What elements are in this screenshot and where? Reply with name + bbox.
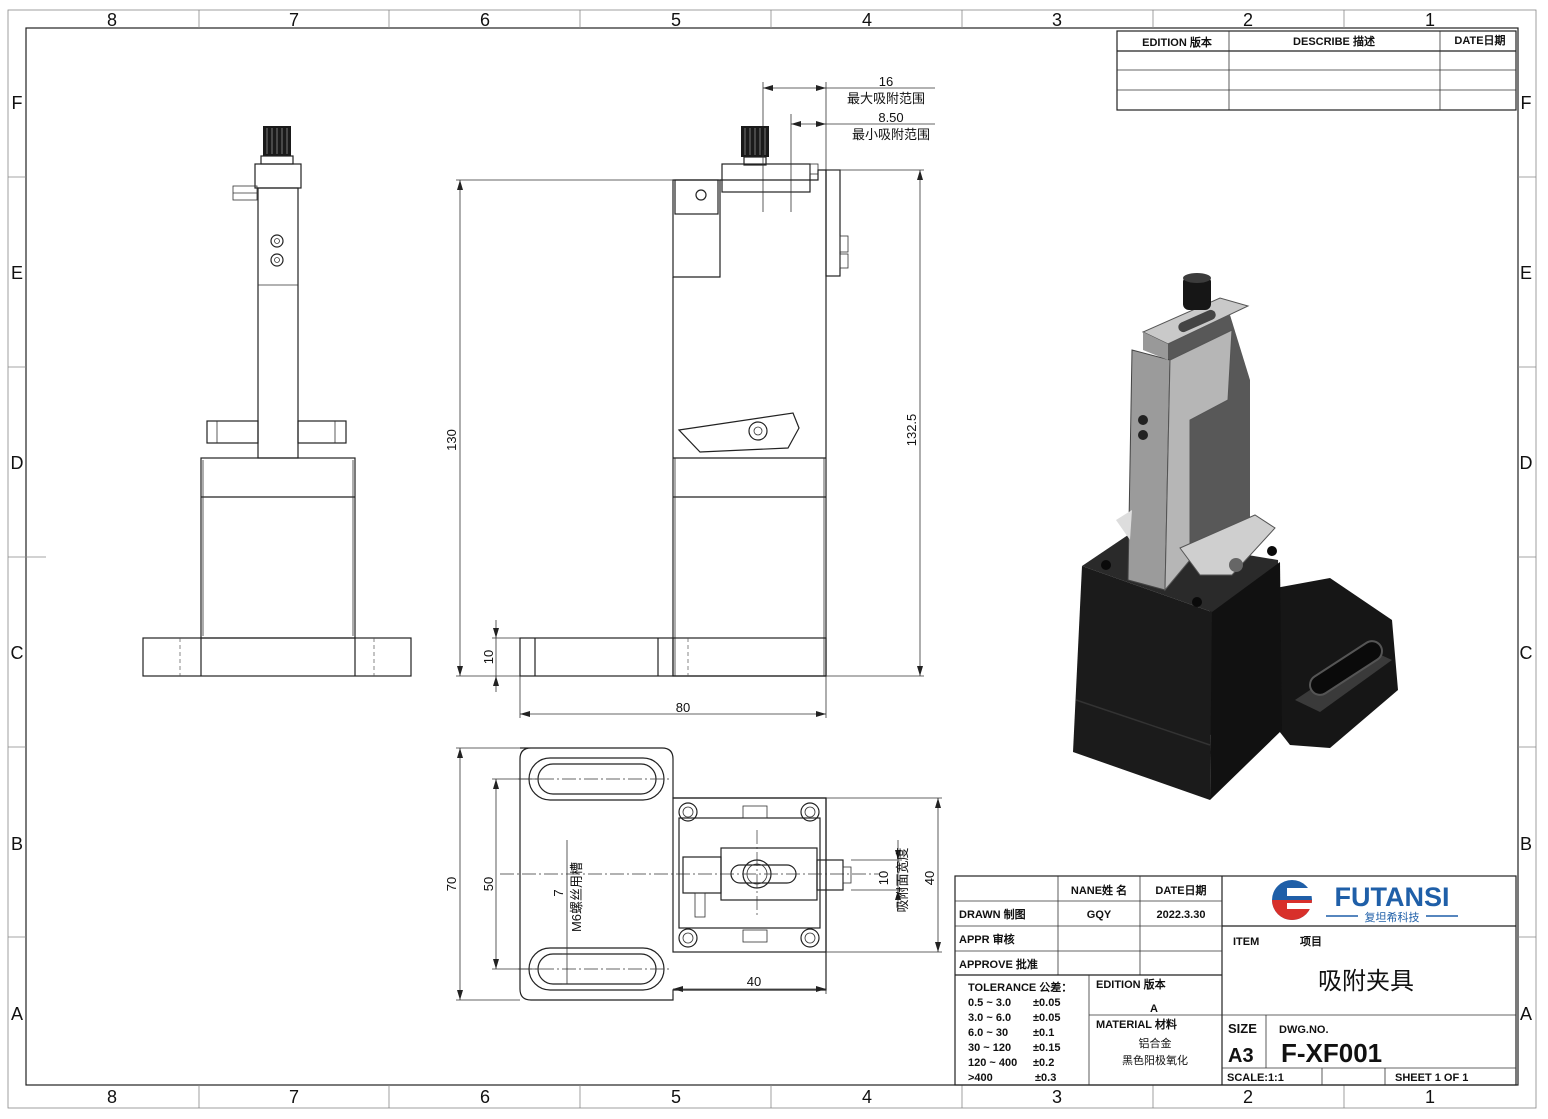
zone-col-top: 5 bbox=[671, 10, 681, 30]
zone-col-bottom: 8 bbox=[107, 1087, 117, 1107]
zone-row-right: A bbox=[1520, 1004, 1532, 1024]
tb-material-value: 铝合金 bbox=[1139, 1036, 1172, 1050]
tb-item-label: ITEM bbox=[1233, 936, 1259, 948]
zone-row-right: B bbox=[1520, 834, 1532, 854]
zone-col-top: 2 bbox=[1243, 10, 1253, 30]
company-cn-name: 复坦希科技 bbox=[1365, 910, 1420, 924]
zone-col-top: 6 bbox=[480, 10, 490, 30]
zone-row-right: F bbox=[1521, 93, 1532, 113]
tb-tol-range: 6.0 ~ 30 bbox=[968, 1027, 1008, 1039]
company-name: FUTANSI bbox=[1335, 882, 1450, 912]
dim-min-range-value: 8.50 bbox=[878, 110, 903, 125]
dim-slot-label: M6螺丝用槽 bbox=[569, 862, 584, 932]
tb-appr-label: APPR 审核 bbox=[959, 932, 1015, 946]
zone-col-bottom: 4 bbox=[862, 1087, 872, 1107]
tb-approve-label: APPROVE 批准 bbox=[959, 957, 1038, 971]
dim-block-40-h: 40 bbox=[922, 871, 937, 885]
tb-finish-value: 黑色阳极氧化 bbox=[1122, 1053, 1188, 1067]
tb-tol-value: ±0.1 bbox=[1033, 1027, 1054, 1039]
zone-row-left: A bbox=[11, 1004, 23, 1024]
zone-row-left: B bbox=[11, 834, 23, 854]
dim-surface-10: 10 bbox=[876, 871, 891, 885]
dim-depth-70: 70 bbox=[444, 877, 459, 891]
zone-row-right: D bbox=[1520, 453, 1533, 473]
tb-tol-range: 30 ~ 120 bbox=[968, 1042, 1011, 1054]
tb-tol-range: 3.0 ~ 6.0 bbox=[968, 1012, 1011, 1024]
zone-row-left: F bbox=[12, 93, 23, 113]
tb-drawn-name: GQY bbox=[1087, 909, 1112, 921]
zone-row-right: E bbox=[1520, 263, 1532, 283]
tb-tol-range: 0.5 ~ 3.0 bbox=[968, 997, 1011, 1009]
tb-tol-value: ±0.2 bbox=[1033, 1057, 1054, 1069]
tb-edition-value: A bbox=[1150, 1003, 1158, 1015]
tb-tol-range: >400 bbox=[968, 1072, 993, 1084]
isometric-render bbox=[1073, 273, 1398, 800]
top-view: 70 50 7 M6螺丝用槽 40 40 10 bbox=[444, 747, 942, 1001]
part-name: 吸附夹具 bbox=[1318, 968, 1414, 995]
zone-col-bottom: 6 bbox=[480, 1087, 490, 1107]
tb-tolerance-title: TOLERANCE 公差： bbox=[968, 980, 1072, 994]
tb-tol-value: ±0.05 bbox=[1033, 997, 1060, 1009]
zone-col-top: 3 bbox=[1052, 10, 1062, 30]
sheet-border bbox=[7, 9, 1537, 1109]
tb-tol-range: 120 ~ 400 bbox=[968, 1057, 1017, 1069]
dim-width-80: 80 bbox=[676, 700, 690, 715]
zone-col-bottom: 2 bbox=[1243, 1087, 1253, 1107]
zone-col-top: 8 bbox=[107, 10, 117, 30]
tb-sheet: SHEET 1 OF 1 bbox=[1395, 1072, 1468, 1084]
tb-dwg-label: DWG.NO. bbox=[1279, 1024, 1329, 1036]
tb-date-header: DATE日期 bbox=[1155, 883, 1206, 897]
tb-edition-label: EDITION 版本 bbox=[1096, 977, 1166, 991]
tb-item-cn: 项目 bbox=[1300, 935, 1322, 948]
tb-scale: SCALE:1:1 bbox=[1227, 1072, 1284, 1084]
tb-drawn-date: 2022.3.30 bbox=[1157, 909, 1206, 921]
zone-col-top: 4 bbox=[862, 10, 872, 30]
drawing-number: F-XF001 bbox=[1281, 1038, 1382, 1068]
zone-row-left: D bbox=[11, 453, 24, 473]
dim-min-range-label: 最小吸附范围 bbox=[852, 127, 930, 142]
zone-col-bottom: 7 bbox=[289, 1087, 299, 1107]
front-view: 130 10 80 132.5 16 最大吸附范围 8.50 最小 bbox=[444, 74, 935, 718]
company-logo: FUTANSI 复坦希科技 bbox=[1272, 880, 1458, 924]
zone-col-bottom: 5 bbox=[671, 1087, 681, 1107]
title-block: NANE姓 名 DATE日期 DRAWN 制图 GQY 2022.3.30 AP… bbox=[954, 875, 1517, 1086]
rev-header-edition: EDITION 版本 bbox=[1142, 35, 1212, 49]
tb-name-header: NANE姓 名 bbox=[1071, 883, 1127, 897]
zone-labels: 8 7 6 5 4 3 2 1 8 7 6 5 4 3 2 1 F E D C … bbox=[11, 10, 1533, 1107]
dim-height-132-5: 132.5 bbox=[904, 414, 919, 447]
tb-size-value: A3 bbox=[1228, 1045, 1254, 1067]
dim-max-range-value: 16 bbox=[879, 74, 893, 89]
zone-row-left: C bbox=[11, 643, 24, 663]
dim-max-range-label: 最大吸附范围 bbox=[847, 91, 925, 106]
side-view-left bbox=[142, 126, 412, 677]
zone-row-right: C bbox=[1520, 643, 1533, 663]
tb-tol-value: ±0.15 bbox=[1033, 1042, 1060, 1054]
tb-tol-value: ±0.3 bbox=[1035, 1072, 1056, 1084]
zone-row-left: E bbox=[11, 263, 23, 283]
zone-col-top: 7 bbox=[289, 10, 299, 30]
dim-height-130: 130 bbox=[444, 429, 459, 451]
dim-block-40-w: 40 bbox=[747, 974, 761, 989]
zone-col-bottom: 3 bbox=[1052, 1087, 1062, 1107]
tb-tol-value: ±0.05 bbox=[1033, 1012, 1060, 1024]
tb-size-label: SIZE bbox=[1228, 1021, 1257, 1036]
rev-header-date: DATE日期 bbox=[1454, 33, 1505, 47]
revision-table: EDITION 版本 DESCRIBE 描述 DATE日期 bbox=[1116, 30, 1517, 111]
zone-col-bottom: 1 bbox=[1425, 1087, 1435, 1107]
rev-header-describe: DESCRIBE 描述 bbox=[1293, 34, 1375, 48]
dim-surface-label: 吸附面宽度 bbox=[895, 847, 910, 912]
dim-base-10: 10 bbox=[481, 650, 496, 664]
zone-col-top: 1 bbox=[1425, 10, 1435, 30]
tb-material-label: MATERIAL 材料 bbox=[1096, 1017, 1177, 1031]
tb-drawn-label: DRAWN 制图 bbox=[959, 907, 1026, 921]
dim-slot-pitch-50: 50 bbox=[481, 877, 496, 891]
dim-slot-7: 7 bbox=[551, 889, 566, 896]
